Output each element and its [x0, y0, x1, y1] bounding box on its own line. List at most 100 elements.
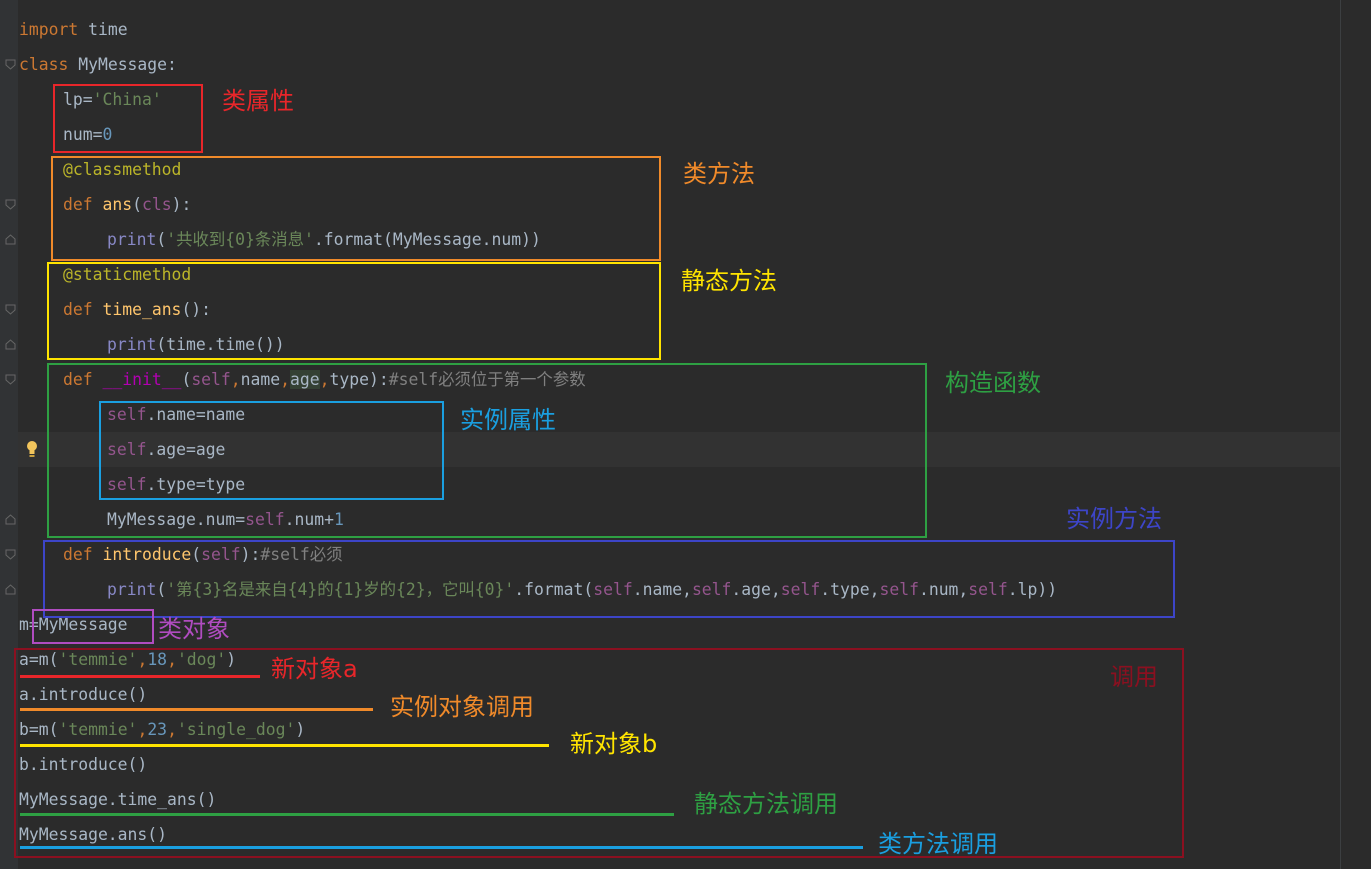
underline-static-call	[20, 813, 674, 816]
fold-open-icon[interactable]	[5, 374, 16, 385]
annotation-new-object-b: 新对象b	[570, 730, 658, 758]
code-line-12[interactable]: self.name=name	[107, 397, 245, 432]
fold-close-icon[interactable]	[5, 234, 16, 245]
annotation-instance-attr: 实例属性	[460, 406, 556, 434]
call-box	[14, 648, 1184, 858]
code-text: ):	[171, 195, 192, 214]
code-text: MyMessage.ans()	[19, 825, 168, 844]
comma: ,	[319, 370, 330, 389]
code-text: (	[191, 545, 202, 564]
annotation-static-method: 静态方法	[681, 267, 777, 295]
current-line-highlight	[18, 432, 1341, 467]
code-line-4[interactable]: num=0	[63, 117, 112, 152]
underline-instance-call	[20, 708, 373, 711]
code-text: (	[156, 580, 167, 599]
number-literal: 18	[147, 650, 168, 669]
code-text: :	[167, 55, 177, 74]
code-text: .lp))	[1007, 580, 1058, 599]
code-text: .name,	[632, 580, 692, 599]
class-method-box	[51, 156, 661, 261]
class-object-box	[32, 609, 154, 644]
string-literal: 'China'	[92, 90, 162, 109]
code-text: )	[295, 720, 306, 739]
code-line-8[interactable]: @staticmethod	[63, 257, 191, 292]
code-line-19[interactable]: a=m('temmie',18,'dog')	[19, 642, 236, 677]
lightbulb-icon[interactable]	[26, 440, 38, 458]
fold-close-icon[interactable]	[5, 339, 16, 350]
editor-gutter	[0, 0, 18, 869]
code-line-21[interactable]: b=m('temmie',23,'single_dog')	[19, 712, 305, 747]
comma: ,	[280, 370, 291, 389]
code-text: ():	[181, 300, 212, 319]
cls-param: cls	[141, 195, 172, 214]
fold-open-icon[interactable]	[5, 199, 16, 210]
function-name: ans	[102, 195, 133, 214]
comma: ,	[230, 370, 241, 389]
keyword: def	[63, 195, 93, 214]
number-literal: 1	[333, 510, 344, 529]
self-ref: self	[691, 580, 732, 599]
code-line-1[interactable]: import time	[19, 12, 128, 47]
code-text: .age,	[731, 580, 781, 599]
code-line-24[interactable]: MyMessage.ans()	[19, 817, 167, 852]
code-line-23[interactable]: MyMessage.time_ans()	[19, 782, 216, 817]
code-text	[68, 55, 78, 74]
code-line-3[interactable]: lp='China'	[63, 82, 162, 117]
fold-open-icon[interactable]	[5, 549, 16, 560]
code-line-13[interactable]: self.age=age	[107, 432, 225, 467]
string-literal: 'single_dog'	[176, 720, 296, 739]
code-text: b=m(	[19, 720, 59, 739]
fold-open-icon[interactable]	[5, 59, 16, 70]
instance-attr-box	[99, 401, 444, 500]
fold-close-icon[interactable]	[5, 584, 16, 595]
underline-new-object-b	[20, 744, 549, 747]
constructor-box	[47, 363, 927, 538]
code-line-6[interactable]: def ans(cls):	[63, 187, 191, 222]
self-param: self	[191, 370, 231, 389]
param: name	[240, 370, 281, 389]
code-line-7[interactable]: print('共收到{0}条消息'.format(MyMessage.num))	[107, 222, 541, 257]
self-ref: self	[879, 580, 919, 599]
code-text: (	[181, 370, 192, 389]
fold-open-icon[interactable]	[5, 304, 16, 315]
code-line-22[interactable]: b.introduce()	[19, 747, 147, 782]
code-text: a.introduce()	[19, 685, 148, 704]
number-literal: 0	[102, 125, 113, 144]
code-line-20[interactable]: a.introduce()	[19, 677, 147, 712]
string-literal: '共收到{0}条消息'	[166, 230, 314, 249]
code-line-11[interactable]: def __init__(self,name,age,type):#self必须…	[63, 362, 586, 397]
comma: ,	[137, 650, 148, 669]
code-line-14[interactable]: self.type=type	[107, 467, 245, 502]
keyword: class	[19, 55, 69, 74]
comma: ,	[167, 650, 177, 669]
right-margin-guide	[1340, 0, 1341, 869]
annotation-instance-method: 实例方法	[1066, 505, 1162, 533]
underline-class-method-call	[20, 846, 863, 849]
string-literal: 'temmie'	[58, 650, 138, 669]
self-ref: self	[245, 510, 285, 529]
code-line-10[interactable]: print(time.time())	[107, 327, 285, 362]
string-literal: 'dog'	[176, 650, 227, 669]
code-line-18[interactable]: m=MyMessage	[19, 607, 128, 642]
code-line-16[interactable]: def introduce(self):#self必须	[63, 537, 343, 572]
annotation-new-object-a: 新对象a	[271, 655, 358, 683]
function-name: __init__	[102, 370, 182, 389]
code-line-5[interactable]: @classmethod	[63, 152, 181, 187]
code-text: .type,	[820, 580, 880, 599]
code-text: lp=	[63, 90, 93, 109]
code-line-2[interactable]: class MyMessage:	[19, 47, 177, 82]
keyword: import	[19, 20, 79, 39]
class-attr-box	[53, 84, 203, 153]
self-ref: self	[107, 475, 147, 494]
keyword: def	[63, 545, 93, 564]
fold-close-icon[interactable]	[5, 514, 16, 525]
code-text: ):	[240, 545, 261, 564]
code-text: b.introduce()	[19, 755, 148, 774]
code-text: .name=name	[146, 405, 246, 424]
code-text: )	[226, 650, 237, 669]
underline-new-object-a	[20, 675, 260, 678]
code-text: .format(MyMessage.num))	[313, 230, 541, 249]
code-line-15[interactable]: MyMessage.num=self.num+1	[107, 502, 344, 537]
code-line-9[interactable]: def time_ans():	[63, 292, 211, 327]
code-line-17[interactable]: print('第{3}名是来自{4}的{1}岁的{2}，它叫{0}'.forma…	[107, 572, 1057, 607]
